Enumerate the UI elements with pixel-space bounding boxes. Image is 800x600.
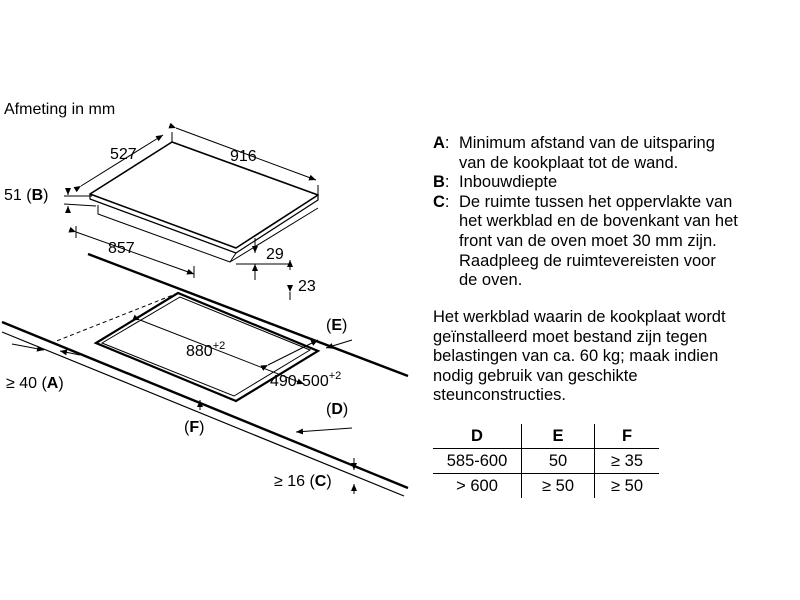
legend: A: Minimum afstand van de uitsparing van… [433,134,793,291]
hob-depth-label: 527 [110,146,137,163]
legend-text: van de kookplaat tot de wand. [459,153,679,172]
dimension-table: D E F 585-600 50 ≥ 35 > 600 ≥ 50 ≥ 50 [433,424,659,498]
worktop-note: Het werkblad waarin de kookplaat wordt g… [433,308,793,406]
cutout-dimensions [11,314,357,494]
table-cell: ≥ 50 [594,473,659,498]
legend-item-B: B: Inbouwdiepte [433,173,793,193]
note-line: steunconstructies. [433,386,566,405]
table-row: > 600 ≥ 50 ≥ 50 [433,473,659,498]
hob-body-inner-line [229,252,237,263]
legend-text: front van de oven moet 30 mm zijn. [459,231,717,250]
legend-item-C: C: De ruimte tussen het oppervlakte van … [433,193,793,291]
table-header-row: D E F [433,424,659,449]
label-C: ≥ 16 (C) [274,473,332,490]
legend-text: Raadpleeg de ruimtevereisten voor [459,251,716,270]
legend-text: het werkblad en de bovenkant van het [459,212,738,231]
hob-dimensions [63,122,319,300]
table-cell: ≥ 35 [594,448,659,474]
table-header: E [521,424,595,449]
cutout-projection-line [53,292,179,343]
worktop-front-edge [1,320,409,490]
worktop-front-edge-lower [1,331,405,497]
note-line: geïnstalleerd moet bestand zijn tegen [433,327,708,346]
legend-key: B: [433,173,450,192]
table-cell: 50 [521,448,595,474]
legend-text: de oven. [459,271,523,290]
table-header: F [594,424,659,449]
label-A: ≥ 40 (A) [6,375,64,392]
legend-item-A: A: Minimum afstand van de uitsparing van… [433,134,793,173]
hob-height-label: 29 [266,246,284,263]
table-cell: ≥ 50 [521,473,595,498]
legend-key: A: [433,134,450,152]
label-B: 51 (B) [4,187,48,204]
legend-text: Minimum afstand van de uitsparing [459,134,715,152]
label-E: (E) [326,317,347,334]
table-cell: > 600 [456,476,498,495]
table-cell: 585-600 [433,448,522,474]
note-line: belastingen van ca. 60 kg; maak indien [433,347,719,366]
legend-key: C: [433,192,450,211]
legend-text: De ruimte tussen het oppervlakte van [459,192,733,211]
table-row: 585-600 50 ≥ 35 [433,448,659,474]
hob-glass-height-label: 23 [298,278,316,295]
legend-text: Inbouwdiepte [459,173,558,192]
label-D: (D) [326,401,348,418]
label-F: (F) [184,419,204,436]
note-line: nodig gebruik van geschikte [433,366,638,385]
note-line: Het werkblad waarin de kookplaat wordt [433,308,726,326]
hob-inner-depth-label: 857 [108,240,135,257]
cutout-depth-label: 490-500+2 [270,370,341,390]
page-title: Afmeting in mm [4,101,115,118]
hob-width-label: 916 [230,148,257,165]
table-header: D [433,424,522,449]
cutout-width-label: 880+2 [186,340,225,360]
